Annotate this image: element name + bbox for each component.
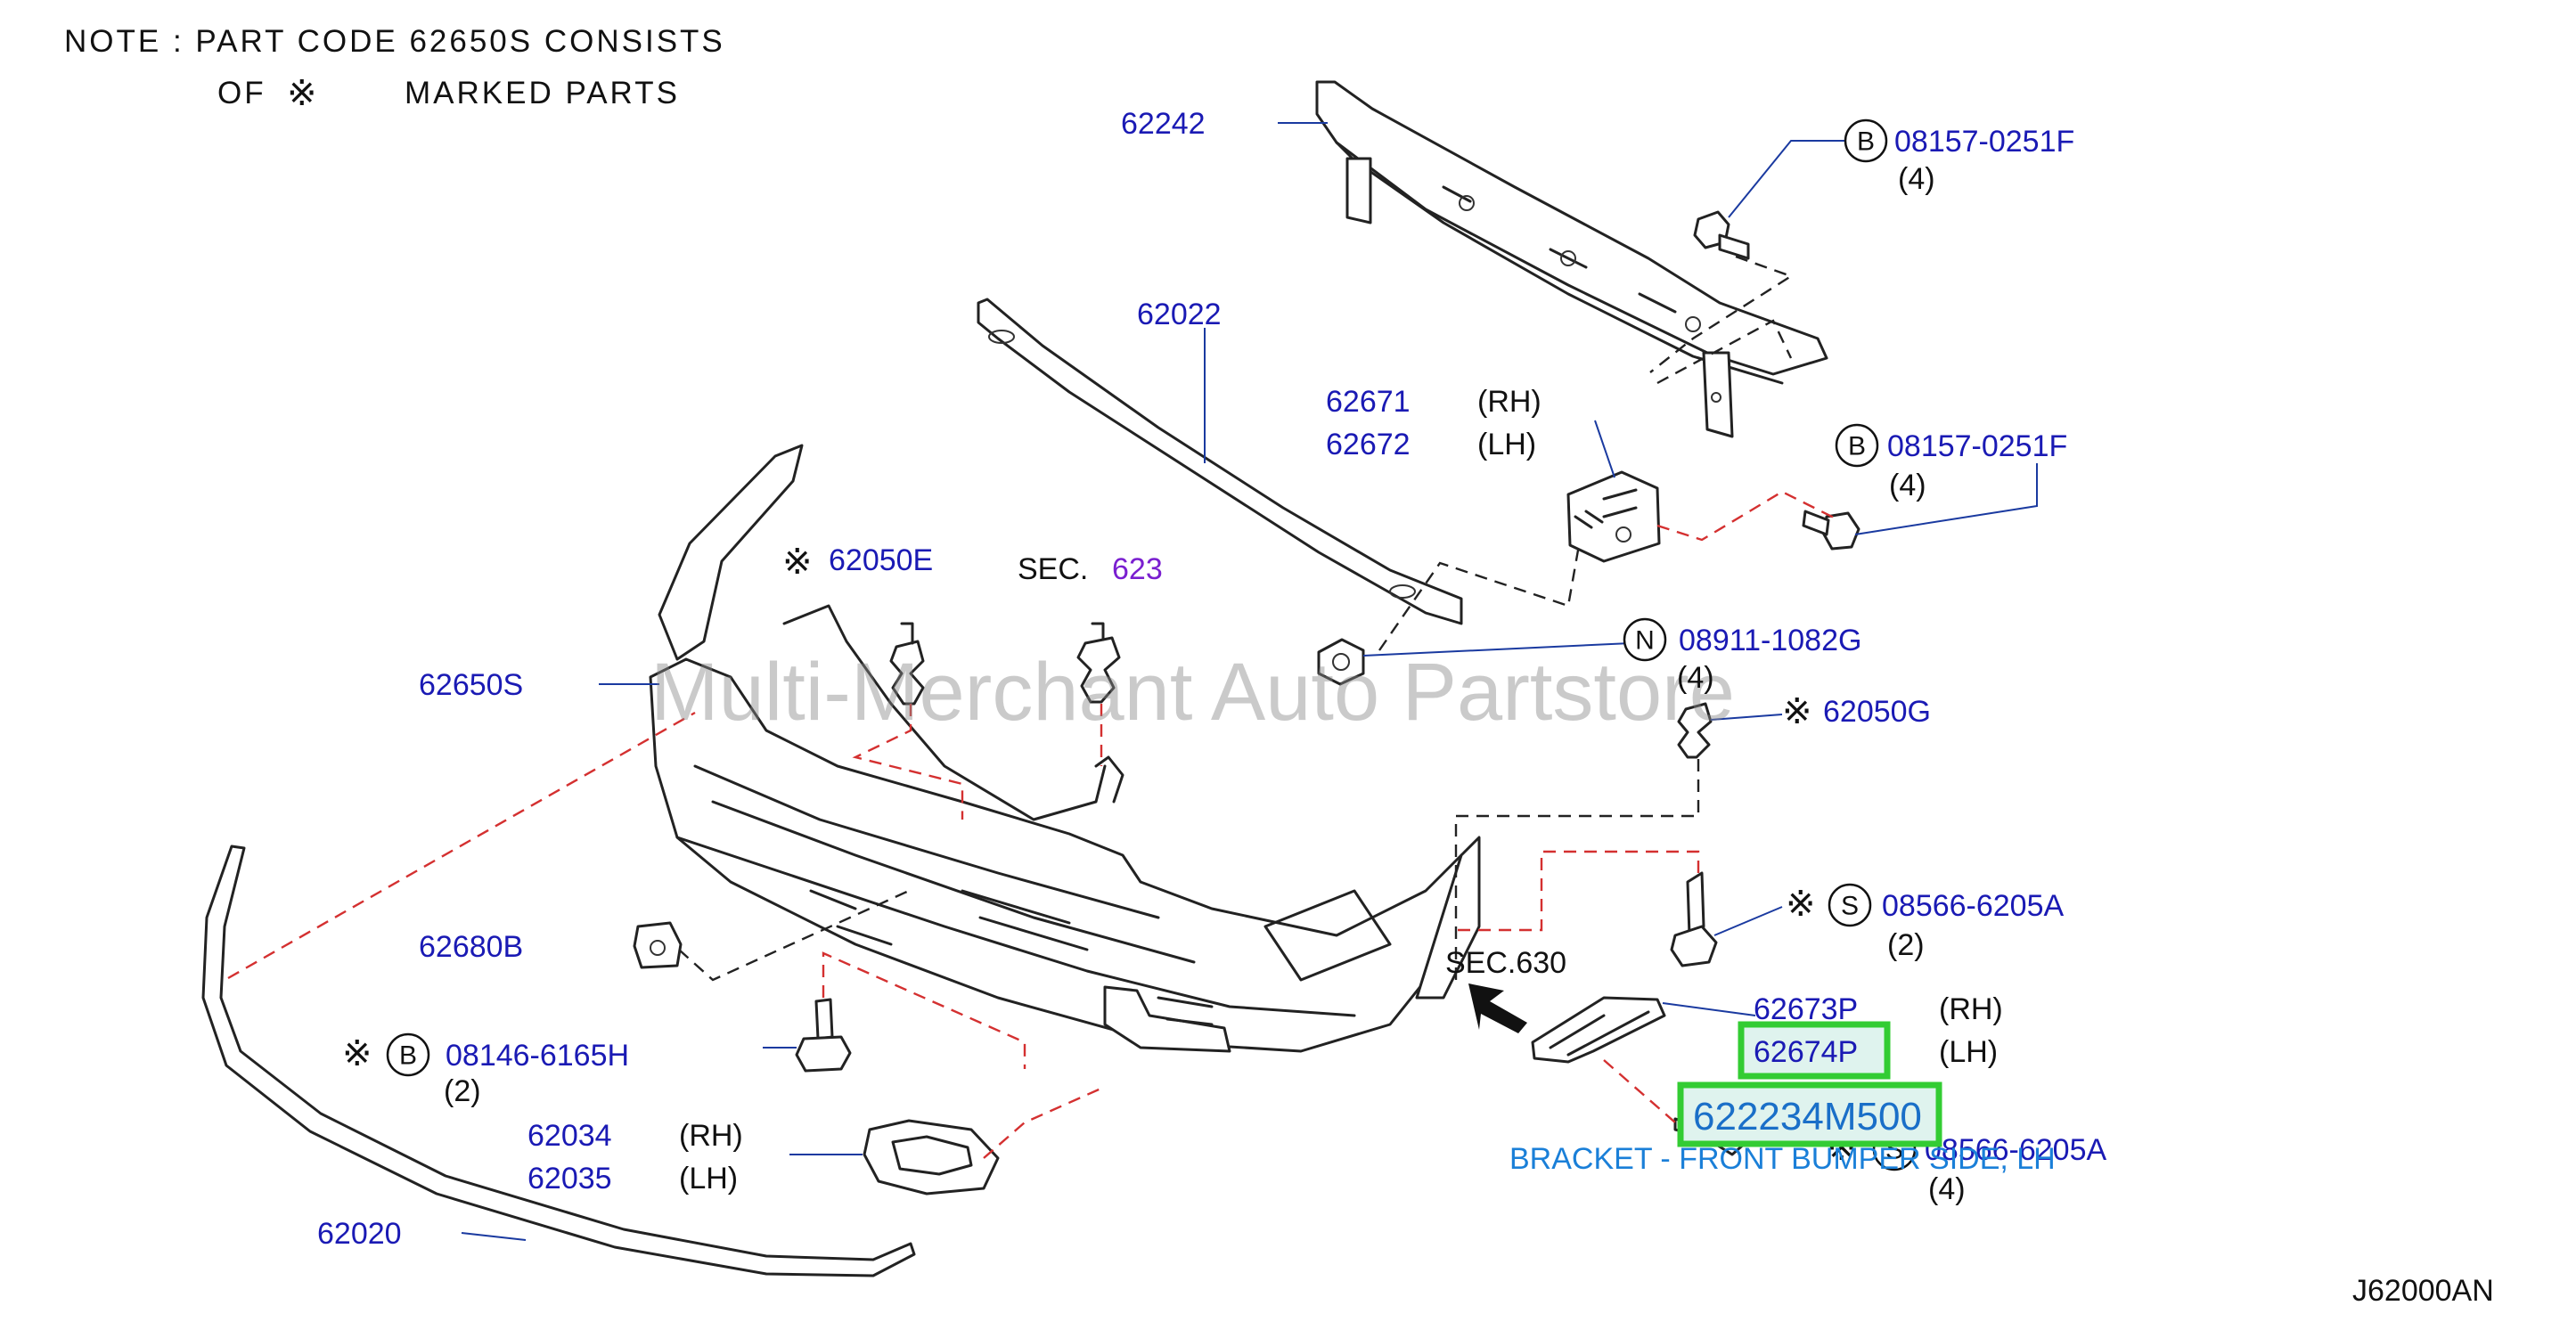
label-62050G[interactable]: 62050G (1823, 695, 1931, 729)
label-62673P-rh: (RH) (1939, 992, 2003, 1026)
nut-08911[interactable] (1317, 638, 1365, 686)
leader-08157-top (1728, 140, 1844, 218)
qty-08157-mid: (4) (1889, 469, 1926, 502)
label-62672-lh: (LH) (1477, 428, 1536, 461)
ref-line-screw-top (1456, 850, 1700, 932)
sec-630-arrow (1468, 983, 1527, 1033)
watermark: Multi-Merchant Auto Partstore (650, 647, 1735, 738)
upper-member-62242[interactable] (1315, 80, 1828, 438)
highlight-62674P (1738, 1021, 1891, 1080)
label-bracket-description: BRACKET - FRONT BUMPER SIDE, LH (1509, 1142, 2056, 1176)
qty-08146: (2) (444, 1074, 481, 1108)
label-62242[interactable]: 62242 (1121, 107, 1206, 141)
label-62020[interactable]: 62020 (317, 1217, 402, 1251)
symbol-n (1623, 617, 1667, 662)
leader-08566-top (1713, 906, 1783, 936)
label-08146[interactable]: 08146-6165H (446, 1039, 629, 1073)
label-08157-mid[interactable]: 08157-0251F (1887, 429, 2067, 463)
bolt-08146[interactable] (795, 998, 852, 1073)
symbol-b-08146-letter: B (399, 1041, 417, 1071)
label-sec-623-num[interactable]: 623 (1112, 552, 1163, 586)
leader-62050G (1710, 714, 1783, 721)
label-62674P-lh: (LH) (1939, 1035, 1998, 1069)
mark-62050G: ※ (1782, 692, 1812, 731)
label-08911[interactable]: 08911-1082G (1679, 624, 1861, 657)
label-sec-630[interactable]: SEC.630 (1445, 946, 1566, 980)
bolt-08157-mid[interactable] (1802, 510, 1860, 551)
highlight-oem-box (1677, 1081, 1942, 1147)
fog-lamp-cover-62034[interactable] (863, 1119, 1000, 1196)
label-08157-top[interactable]: 08157-0251F (1894, 125, 2074, 159)
note-special-mark: ※ (287, 74, 317, 113)
label-oem-part[interactable]: 622234M500 (1693, 1095, 1922, 1138)
label-62674P[interactable]: 62674P (1754, 1035, 1858, 1069)
ref-line-fog-lamp (983, 1085, 1106, 1159)
symbol-b-top-letter: B (1857, 127, 1875, 157)
symbol-n-letter: N (1635, 626, 1655, 656)
symbol-s-top-letter: S (1841, 892, 1859, 921)
label-62050E[interactable]: 62050E (829, 543, 933, 577)
label-62680B[interactable]: 62680B (419, 930, 523, 964)
label-62034[interactable]: 62034 (527, 1119, 612, 1153)
clip-62050E[interactable] (889, 622, 925, 706)
ref-line-08146 (822, 951, 1026, 1069)
screw-08566-top[interactable] (1670, 871, 1718, 967)
label-62035[interactable]: 62035 (527, 1162, 612, 1196)
symbol-b-mid-letter: B (1848, 432, 1866, 461)
ref-line-bracket-bolt (1656, 490, 1836, 542)
label-sec-623-prefix: SEC. (1018, 552, 1088, 586)
label-62672[interactable]: 62672 (1326, 428, 1411, 461)
lip-spoiler-62020[interactable] (201, 845, 916, 1277)
leader-08157-mid (1854, 463, 2038, 535)
mark-08566-top: ※ (1786, 885, 1816, 924)
qty-08566-bottom: (4) (1928, 1172, 1966, 1206)
label-62650S[interactable]: 62650S (419, 668, 523, 702)
leader-62020 (461, 1232, 527, 1241)
label-08566-top[interactable]: 08566-6205A (1882, 889, 2065, 923)
diagram-code: J62000AN (2352, 1274, 2494, 1308)
clip-62680B[interactable] (633, 921, 683, 969)
clip-62050G[interactable] (1677, 702, 1713, 759)
leader-62673P (1662, 1002, 1756, 1016)
symbol-b-top (1844, 118, 1888, 163)
clip-sec-623[interactable] (1076, 622, 1121, 704)
mark-08146: ※ (342, 1034, 372, 1073)
qty-08566-top: (2) (1887, 928, 1925, 962)
symbol-b-mid (1835, 423, 1879, 468)
leader-62671 (1594, 420, 1615, 478)
note-marked-parts: MARKED PARTS (405, 76, 680, 110)
ref-line-screw-bottom (1603, 1059, 1676, 1123)
bumper-fascia-62650S[interactable] (649, 444, 1481, 1053)
label-62671[interactable]: 62671 (1326, 385, 1411, 419)
bracket-side-62673P[interactable] (1531, 996, 1666, 1064)
symbol-s-top (1828, 883, 1872, 927)
symbol-b-08146 (386, 1032, 430, 1077)
bracket-62671[interactable] (1566, 470, 1661, 563)
note-line-1: NOTE : PART CODE 62650S CONSISTS (64, 24, 725, 59)
bolt-08157-top[interactable] (1693, 210, 1750, 260)
ref-line-62680B (678, 889, 910, 982)
label-62671-rh: (RH) (1477, 385, 1542, 419)
leader-08911 (1362, 642, 1631, 657)
label-62034-rh: (RH) (679, 1119, 743, 1153)
mark-62050E: ※ (782, 543, 813, 582)
ref-line-spoiler (227, 711, 696, 980)
ref-line-upper-bolts (1649, 255, 1794, 385)
qty-08911: (4) (1677, 661, 1714, 695)
label-08566-bottom[interactable]: 08566-6205A (1925, 1133, 2107, 1167)
label-62673P[interactable]: 62673P (1754, 992, 1858, 1026)
ref-line-62050G (1454, 759, 1700, 980)
ref-line-62050E (852, 704, 964, 820)
ref-line-beam-bracket (1378, 544, 1581, 651)
note-of: OF (217, 76, 266, 110)
label-62022[interactable]: 62022 (1137, 298, 1222, 331)
reinforcement-62022[interactable] (977, 298, 1463, 625)
label-62035-lh: (LH) (679, 1162, 738, 1196)
qty-08157-top: (4) (1898, 162, 1935, 196)
